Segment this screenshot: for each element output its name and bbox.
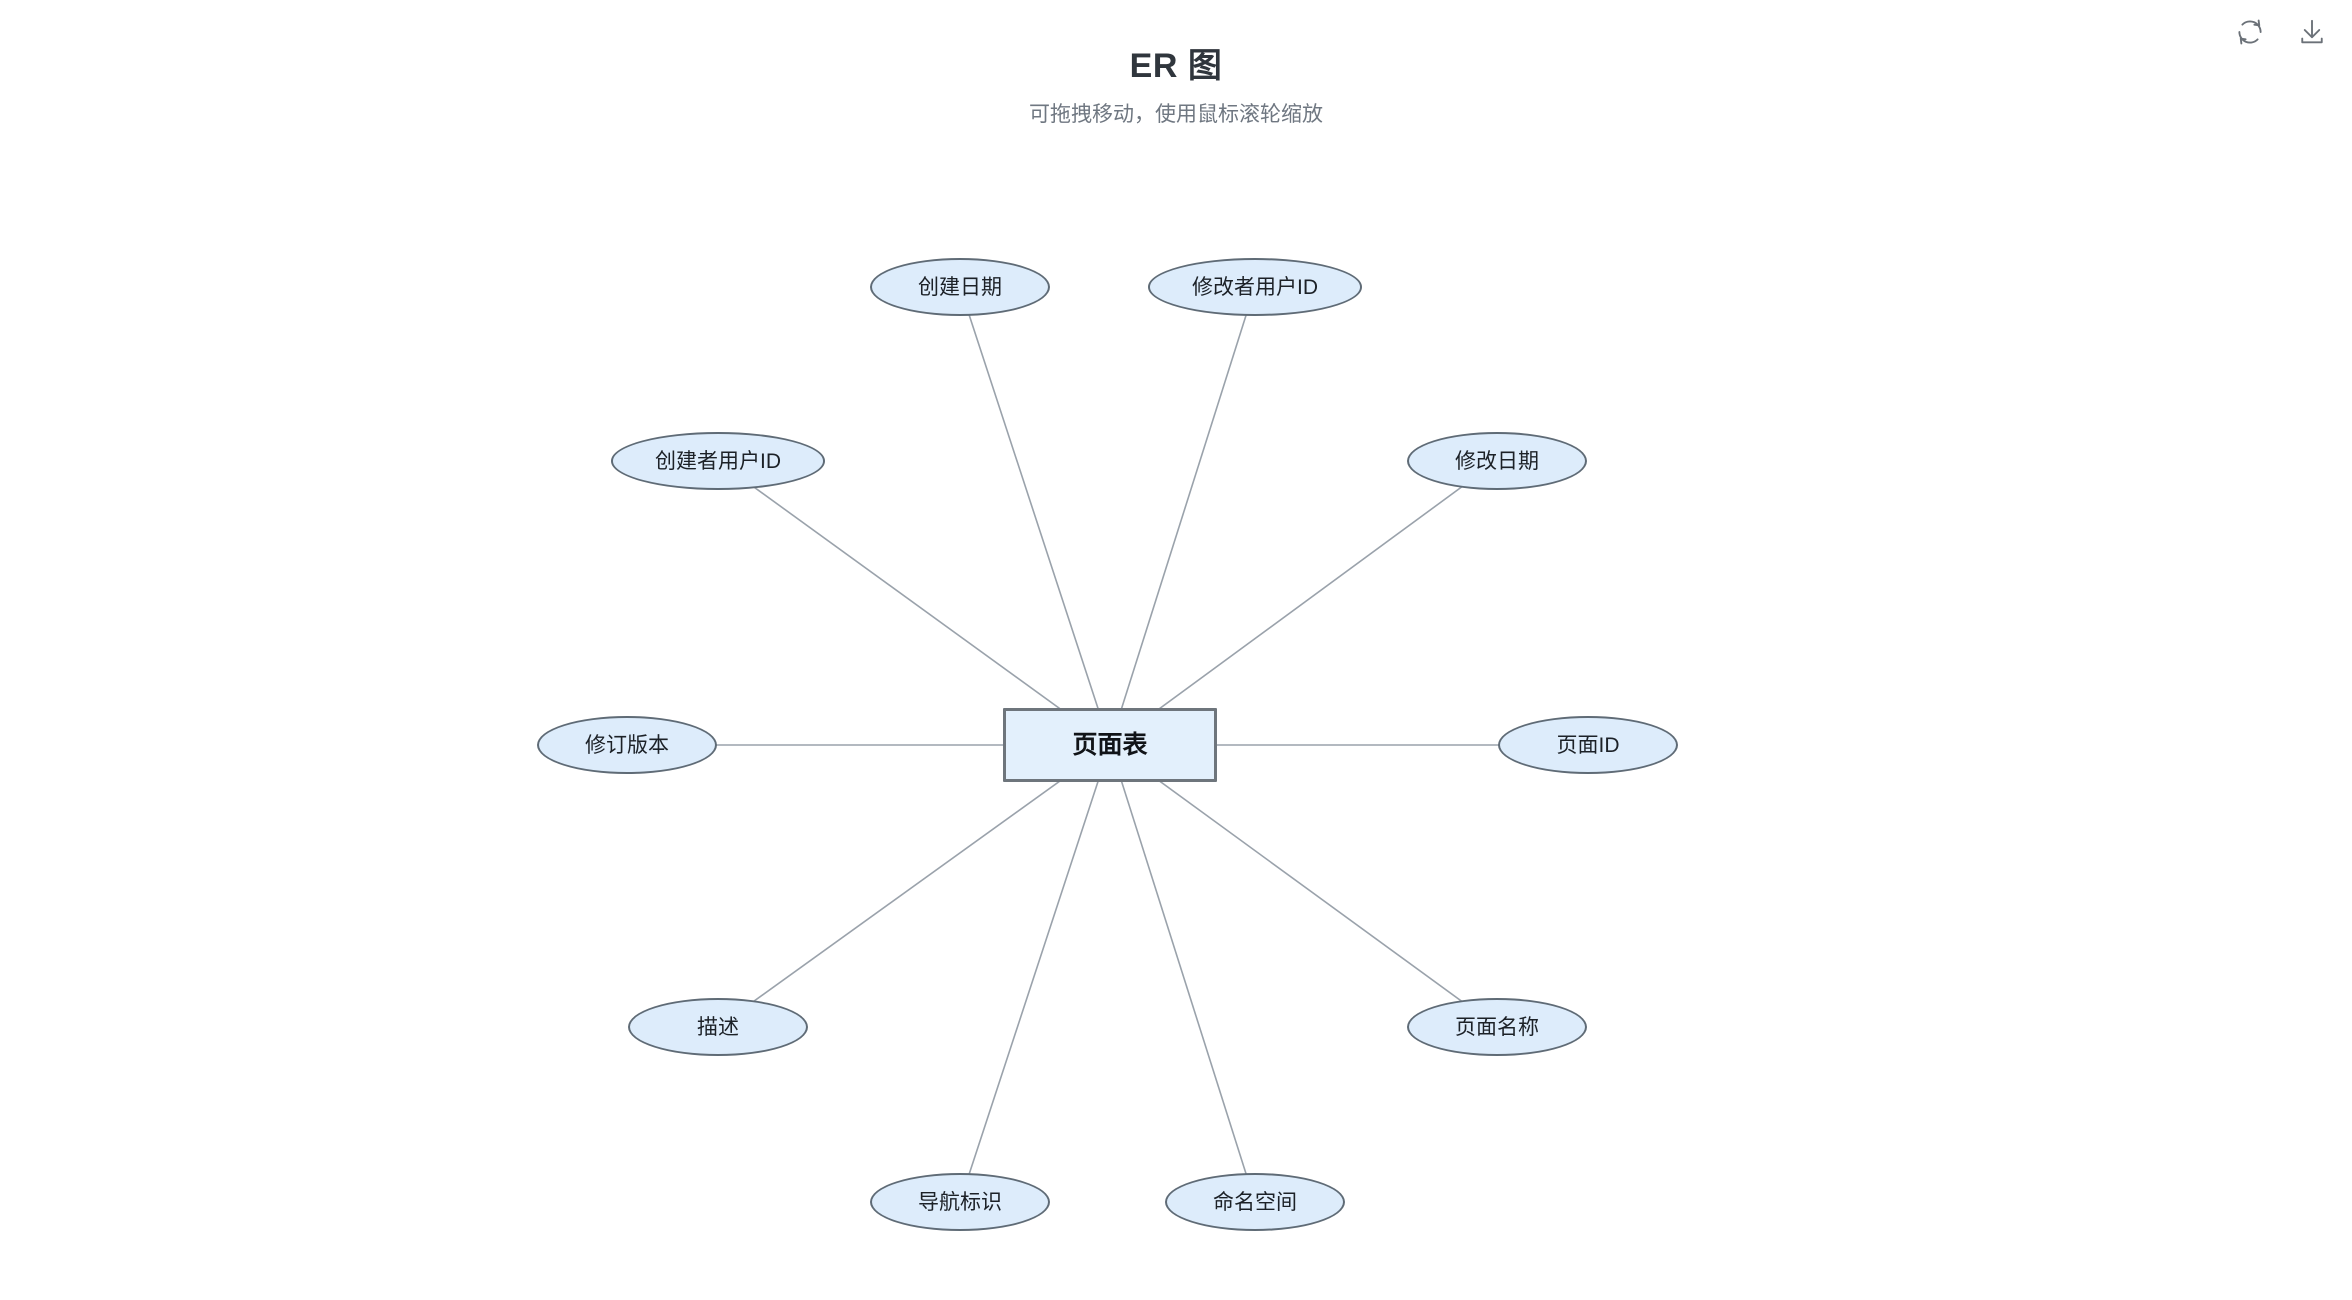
edge-page-table-to-create-date (959, 286, 1111, 746)
edge-page-table-to-page-name (1109, 744, 1498, 1028)
attribute-label: 创建日期 (918, 275, 1002, 299)
refresh-icon (2235, 17, 2265, 47)
attribute-node-creator-user-id[interactable]: 创建者用户ID (610, 432, 826, 490)
attribute-node-page-id[interactable]: 页面ID (1498, 716, 1678, 774)
attribute-label: 导航标识 (918, 1190, 1002, 1214)
attribute-node-revision[interactable]: 修订版本 (537, 716, 717, 774)
attribute-node-modify-date[interactable]: 修改日期 (1407, 432, 1587, 490)
refresh-button[interactable] (2232, 14, 2268, 50)
edge-page-table-to-modify-date (1109, 460, 1498, 746)
edge-page-table-to-creator-user-id (717, 460, 1111, 746)
edge-page-table-to-modifier-user-id (1109, 286, 1256, 746)
attribute-label: 页面名称 (1455, 1015, 1539, 1039)
entity-node-page-table[interactable]: 页面表 (1003, 708, 1217, 782)
attribute-node-description[interactable]: 描述 (628, 998, 808, 1056)
attribute-node-page-name[interactable]: 页面名称 (1407, 998, 1587, 1056)
attribute-node-modifier-user-id[interactable]: 修改者用户ID (1147, 258, 1363, 316)
attribute-label: 页面ID (1556, 733, 1620, 757)
diagram-toolbar (2232, 14, 2330, 50)
edge-page-table-to-namespace (1109, 744, 1256, 1203)
attribute-label: 修改日期 (1455, 449, 1539, 473)
attribute-node-namespace[interactable]: 命名空间 (1165, 1173, 1345, 1231)
download-button[interactable] (2294, 14, 2330, 50)
attribute-node-create-date[interactable]: 创建日期 (870, 258, 1050, 316)
attribute-node-nav-flag[interactable]: 导航标识 (870, 1173, 1050, 1231)
edge-page-table-to-description (717, 744, 1111, 1028)
attribute-label: 修改者用户ID (1191, 275, 1318, 299)
edge-page-table-to-nav-flag (959, 744, 1111, 1203)
attribute-label: 创建者用户ID (654, 449, 781, 473)
attribute-label: 修订版本 (585, 733, 669, 757)
attribute-label: 命名空间 (1213, 1190, 1297, 1214)
download-icon (2297, 17, 2327, 47)
attribute-label: 描述 (697, 1015, 739, 1039)
entity-label: 页面表 (1072, 730, 1148, 759)
